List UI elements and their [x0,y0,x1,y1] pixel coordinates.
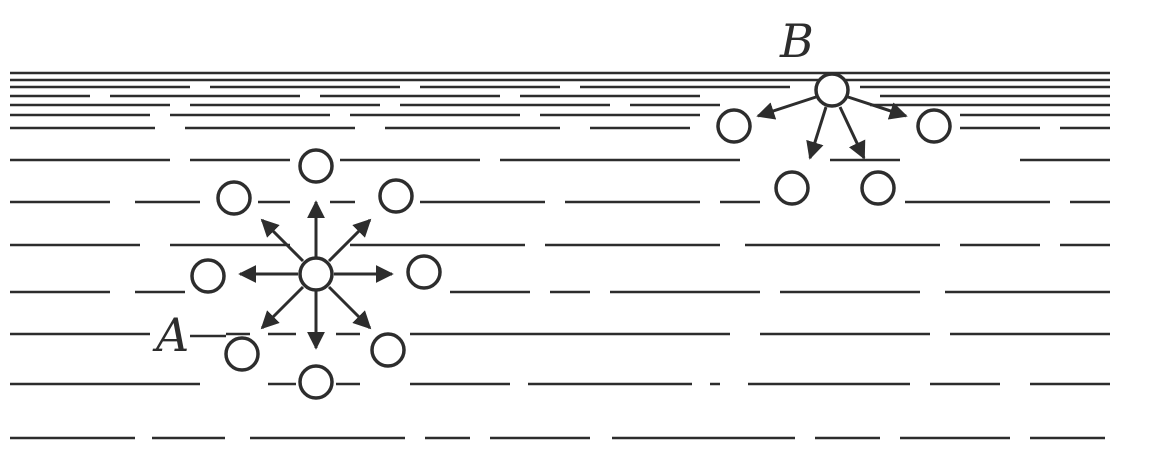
force-arrow-down-left [806,106,828,160]
label-b: B [780,14,814,68]
neighbor-molecule [716,108,752,144]
molecule-a-arrows [238,200,394,350]
neighbor-molecule [298,148,334,184]
force-arrow-down-right [327,285,372,330]
liquid-hatching [10,85,1110,440]
force-arrow-up-left [260,218,305,263]
neighbor-molecule [224,336,260,372]
neighbor-molecule [370,332,406,368]
liquid-surface [10,71,1110,82]
force-arrow-up-right [327,218,372,263]
molecule-a [298,256,334,292]
force-arrow-down-left [260,285,305,330]
label-a: A [156,308,190,362]
neighbor-molecule [216,180,252,216]
force-arrow-down-right [838,106,866,160]
force-arrow-left [756,95,817,120]
molecule-b [814,72,850,108]
neighbor-molecule [378,178,414,214]
force-arrow-right [847,95,908,120]
neighbor-molecule [406,254,442,290]
molecule-b-group [716,72,952,206]
neighbor-molecule [298,364,334,400]
molecule-a-group [190,148,442,400]
molecule-b-arrows [756,95,908,160]
neighbor-molecule [860,170,896,206]
neighbor-molecule [190,258,226,294]
neighbor-molecule [774,170,810,206]
neighbor-molecule [916,108,952,144]
